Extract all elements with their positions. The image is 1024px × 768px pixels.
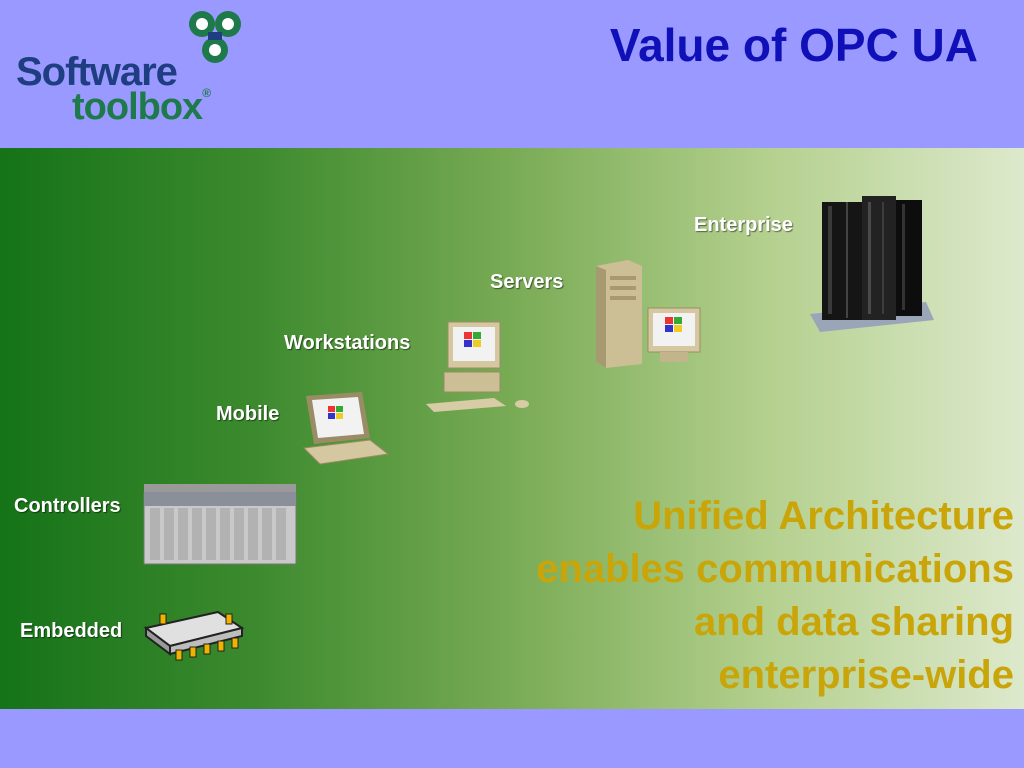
logo-text-toolbox-word: toolbox [72, 86, 203, 128]
mainframe-icon [810, 196, 934, 332]
footer-band [0, 709, 1024, 768]
diagram-stage: Enterprise Servers Workstations [0, 148, 1024, 709]
label-servers: Servers [490, 271, 564, 293]
logo-mark-icon [189, 11, 241, 63]
label-enterprise: Enterprise [694, 214, 793, 236]
label-embedded: Embedded [20, 620, 123, 642]
server-icon [596, 260, 701, 368]
embedded-chip-icon [143, 610, 245, 661]
label-mobile: Mobile [216, 403, 280, 425]
unified-architecture-statement: Unified Architecture enables communicati… [536, 490, 1014, 702]
label-workstations: Workstations [284, 332, 411, 354]
page-title: Value of OPC UA [609, 19, 978, 71]
laptop-icon [302, 392, 390, 465]
statement-line-4: enterprise-wide [718, 653, 1014, 697]
logo-text-toolbox: toolbox® [72, 86, 211, 129]
workstation-icon [426, 321, 529, 412]
statement-line-1: Unified Architecture [633, 494, 1014, 538]
label-controllers: Controllers [14, 495, 121, 517]
header-band: Software toolbox® Value of OPC UA [0, 0, 1024, 148]
logo-text-software: Software [16, 50, 178, 94]
statement-line-2: enables communications [536, 547, 1014, 591]
logo-registered-mark: ® [202, 86, 211, 100]
software-toolbox-logo: Software toolbox® [14, 8, 254, 128]
statement-line-3: and data sharing [693, 600, 1014, 644]
plc-controller-icon [143, 484, 297, 565]
